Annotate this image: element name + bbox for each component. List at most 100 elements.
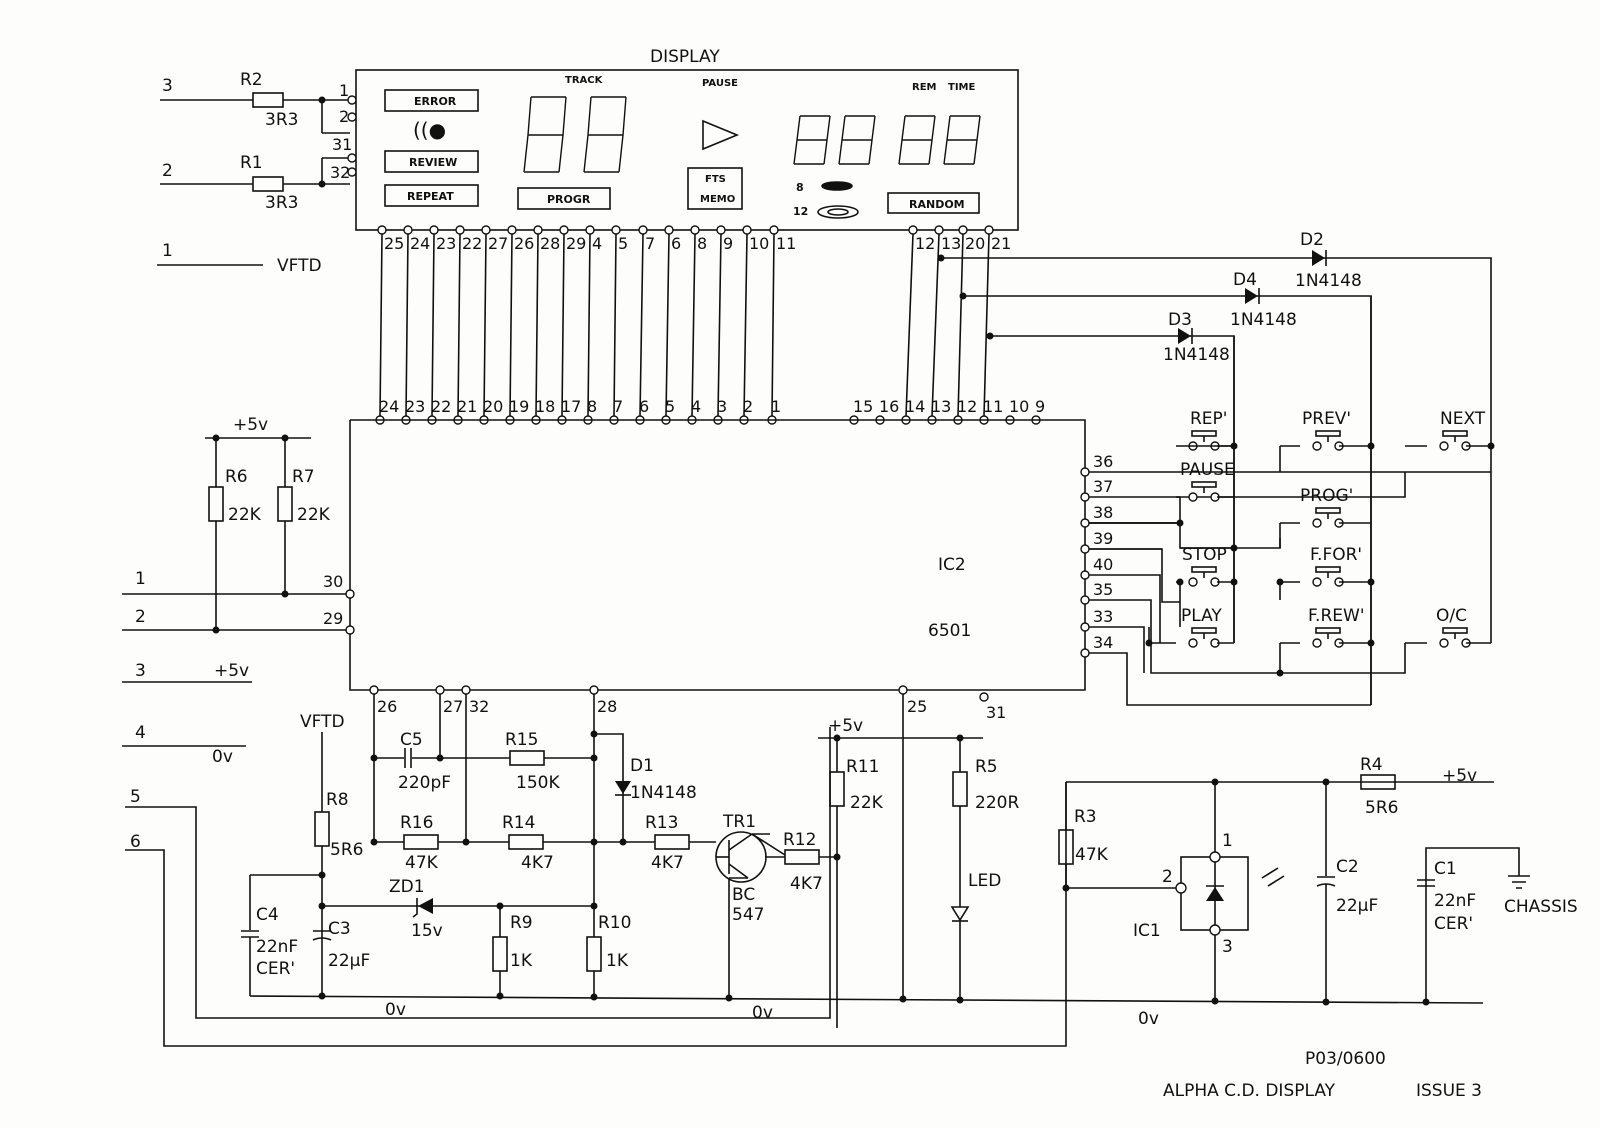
ic2-ref: IC2 [938,555,966,575]
plus5-rail-label: +5v [828,716,863,736]
r6-value: 22K [228,505,262,525]
switch-matrix: REP'PAUSESTOPPLAYPREV'PROG'F.FOR'F.REW'N… [1089,296,1495,706]
r12-ref: R12 [783,830,816,850]
r5-value: 220R [975,793,1019,813]
ic1-pin-3: 3 [1222,937,1233,957]
ic2: IC2 6501 30 29 [323,419,1086,691]
display-bottom-pin: 25 [384,234,404,253]
ic2-right-pin: 33 [1093,607,1113,626]
switch-label: PLAY [1181,606,1222,626]
r13-value: 4K7 [651,853,684,873]
r11-value: 22K [850,793,884,813]
c4-value: 22nF [256,937,298,957]
r5-ref: R5 [975,757,998,777]
ic2-top-pin: 10 [1009,397,1029,416]
ic2-pin-26: 26 [377,697,397,716]
switch-label: PREV' [1302,409,1351,429]
r6-ref: R6 [225,467,248,487]
r4-ref: R4 [1360,755,1383,775]
ic1-pin-1: 1 [1222,831,1233,851]
play-triangle-icon [702,119,740,151]
disc-12-icon [817,205,859,219]
c1-value: 22nF [1434,891,1476,911]
display-bottom-pin: 27 [488,234,508,253]
light-arrows-icon [1261,867,1285,887]
switch-label: STOP [1182,545,1227,565]
display-label-repeat: REPEAT [407,190,454,203]
r9-ref: R9 [510,913,533,933]
ic2-top-pin: 13 [931,397,951,416]
ic2-pin-28: 28 [597,697,617,716]
display-left-connections: 3 R2 3R3 2 R1 3R3 1 VFTD 1 2 31 32 [157,70,357,276]
display-label-12: 12 [793,205,808,218]
conn-5-num: 5 [130,787,141,807]
diode-matrix: D2 1N4148 D4 1N4148 D3 1N4148 [937,230,1492,705]
switch-label: PROG' [1300,486,1353,506]
c4-ref: C4 [256,905,279,925]
switch-label: NEXT [1440,409,1486,429]
r9-value: 1K [510,951,533,971]
r8-value: 5R6 [330,840,363,860]
drawing-issue: ISSUE 3 [1416,1081,1482,1101]
ic2-top-pin: 18 [535,397,555,416]
d3-diode [1178,328,1191,344]
conn-4-label: 0v [212,747,233,767]
display-label-time: TIME [948,82,975,93]
ic2-top-pin: 19 [509,397,529,416]
display-bottom-pin: 4 [592,234,602,253]
d3-ref: D3 [1168,310,1192,330]
conn-4-num: 4 [135,723,146,743]
display-title: DISPLAY [650,47,720,67]
tr1-ref: TR1 [722,812,756,832]
c4-note: CER' [256,959,295,979]
d1-diode [615,781,631,794]
display-label-memo: MEMO [700,194,735,205]
connector-bottom: 1 2 3 +5v 4 0v 5 6 [122,569,1067,1047]
tr1-part2: 547 [732,905,764,925]
chassis-label: CHASSIS [1504,897,1578,917]
ic2-top-pin: 5 [665,397,675,416]
switch-label: PAUSE [1180,460,1235,480]
r4-plus5-label: +5v [1442,766,1477,786]
c2-value: 22µF [1336,896,1378,916]
ic2-right-pin: 40 [1093,555,1113,574]
zero-rail-label-1: 0v [385,1000,406,1020]
ic2-top-pin: 6 [639,397,649,416]
r15-ref: R15 [505,730,538,750]
d2-diode [1312,250,1325,266]
display-bottom-pin: 10 [749,234,769,253]
vfd-display: DISPLAY TRACK PAUSE REM TIME ERROR ((● R… [355,47,1019,231]
r2-ref: R2 [240,70,263,90]
display-bottom-pin: 22 [462,234,482,253]
display-bottom-pin: 21 [991,234,1011,253]
ic2-pin-30: 30 [323,572,343,591]
r1-ref: R1 [240,153,263,173]
r7-ref: R7 [292,467,315,487]
display-bottom-pin: 20 [965,234,985,253]
disc-icon: ((● [413,118,446,142]
r2-value: 3R3 [265,110,298,130]
display-bottom-pin: 28 [540,234,560,253]
ic2-top-pin: 9 [1035,397,1045,416]
led-label: LED [968,871,1001,891]
conn-3-num: 3 [135,661,146,681]
ic2-top-pin: 22 [431,397,451,416]
display-bottom-pin: 7 [645,234,655,253]
ic1-ref: IC1 [1133,921,1161,941]
chassis-ground-icon [1508,875,1530,889]
display-ic2-bus [379,233,990,417]
display-label-review: REVIEW [409,156,457,169]
display-bottom-pin: 29 [566,234,586,253]
d4-ref: D4 [1233,270,1257,290]
ic2-top-pin: 11 [983,397,1003,416]
r10-value: 1K [606,951,629,971]
d1-part: 1N4148 [630,783,697,803]
ic2-pin-31: 31 [986,703,1006,722]
c2-ref: C2 [1336,857,1359,877]
ic2-top-pin: 17 [561,397,581,416]
display-bottom-pin: 13 [941,234,961,253]
d2-part: 1N4148 [1295,271,1362,291]
